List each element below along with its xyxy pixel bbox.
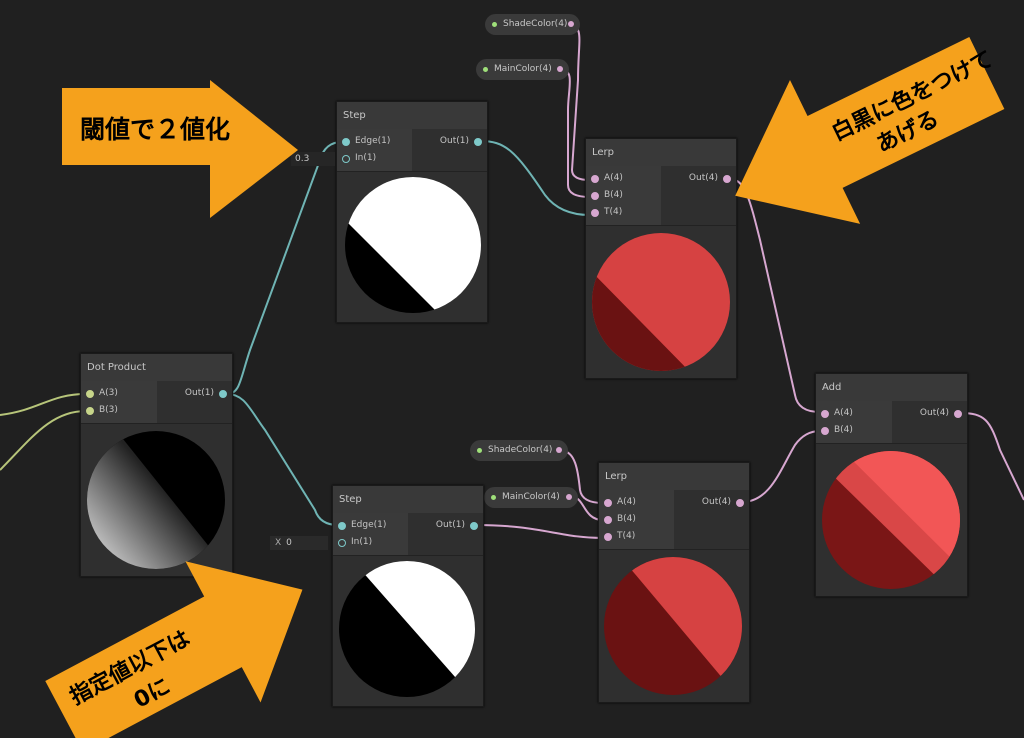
property-label: MainColor(4): [494, 64, 552, 74]
input-port-b[interactable]: B(4): [586, 187, 661, 204]
preview: [333, 555, 483, 706]
wire-main1-lerp1-b: [561, 69, 591, 198]
output-port[interactable]: Out(1): [408, 517, 483, 534]
node-title: Add: [816, 374, 967, 401]
wire-step2-lerp2-t: [475, 524, 604, 539]
main-color-property-1[interactable]: MainColor(4): [476, 59, 569, 80]
node-title: Lerp: [586, 139, 736, 166]
property-dot-icon: [483, 67, 488, 72]
preview: [337, 171, 487, 322]
input-port-t[interactable]: T(4): [586, 204, 661, 221]
property-dot-icon: [491, 495, 496, 500]
input-port-a[interactable]: A(4): [816, 405, 892, 422]
lerp-node-1[interactable]: Lerp A(4) B(4) T(4) Out(4): [585, 138, 737, 379]
wire-dot-b-in: [0, 410, 87, 471]
output-port[interactable]: [557, 66, 563, 72]
step1-in-value-field[interactable]: 0.3: [291, 152, 335, 166]
property-label: MainColor(4): [502, 492, 560, 502]
property-dot-icon: [492, 22, 497, 27]
input-port-b[interactable]: B(4): [599, 511, 674, 528]
wire-dot-a-in: [0, 393, 87, 416]
output-port[interactable]: Out(4): [892, 405, 968, 422]
output-port[interactable]: Out(4): [661, 170, 736, 187]
wire-shade2-lerp2-a: [561, 450, 604, 504]
preview: [816, 443, 967, 596]
wire-add-out: [959, 412, 1024, 501]
dot-product-node[interactable]: Dot Product A(3) B(3) Out(1): [80, 353, 233, 577]
property-label: ShadeColor(4): [503, 19, 568, 29]
property-label: ShadeColor(4): [488, 445, 553, 455]
output-port[interactable]: [556, 447, 562, 453]
step-node-2[interactable]: Step Edge(1) In(1) Out(1): [332, 485, 484, 707]
input-port-edge[interactable]: Edge(1): [337, 133, 412, 150]
node-title: Lerp: [599, 463, 749, 490]
input-port-a[interactable]: A(4): [599, 494, 674, 511]
main-color-property-2[interactable]: MainColor(4): [484, 487, 578, 508]
output-port[interactable]: Out(1): [157, 385, 233, 402]
input-port-a[interactable]: A(4): [586, 170, 661, 187]
preview: [586, 225, 736, 378]
input-port-a[interactable]: A(3): [81, 385, 157, 402]
input-port-in[interactable]: In(1): [337, 150, 412, 167]
step-node-1[interactable]: Step Edge(1) In(1) Out(1): [336, 101, 488, 323]
node-title: Step: [337, 102, 487, 129]
wire-lerp2-add-b: [741, 430, 821, 503]
output-port[interactable]: [566, 494, 572, 500]
input-port-b[interactable]: B(3): [81, 402, 157, 419]
add-node[interactable]: Add A(4) B(4) Out(4): [815, 373, 968, 597]
preview: [599, 549, 749, 702]
wire-dot-step1-edge: [226, 141, 343, 395]
output-port[interactable]: Out(4): [674, 494, 749, 511]
lerp-node-2[interactable]: Lerp A(4) B(4) T(4) Out(4): [598, 462, 750, 703]
wire-step1-lerp1-t: [479, 140, 591, 216]
input-port-b[interactable]: B(4): [816, 422, 892, 439]
property-dot-icon: [477, 448, 482, 453]
shade-color-property-2[interactable]: ShadeColor(4): [470, 440, 568, 461]
output-port[interactable]: [568, 21, 574, 27]
shade-color-property-1[interactable]: ShadeColor(4): [485, 14, 580, 35]
input-port-in[interactable]: In(1): [333, 534, 408, 551]
wire-lerp1-add-a: [729, 178, 821, 413]
input-port-edge[interactable]: Edge(1): [333, 517, 408, 534]
input-port-t[interactable]: T(4): [599, 528, 674, 545]
output-port[interactable]: Out(1): [412, 133, 487, 150]
node-title: Step: [333, 486, 483, 513]
wire-dot-step2-edge: [226, 393, 339, 526]
preview: [81, 423, 232, 576]
node-title: Dot Product: [81, 354, 232, 381]
